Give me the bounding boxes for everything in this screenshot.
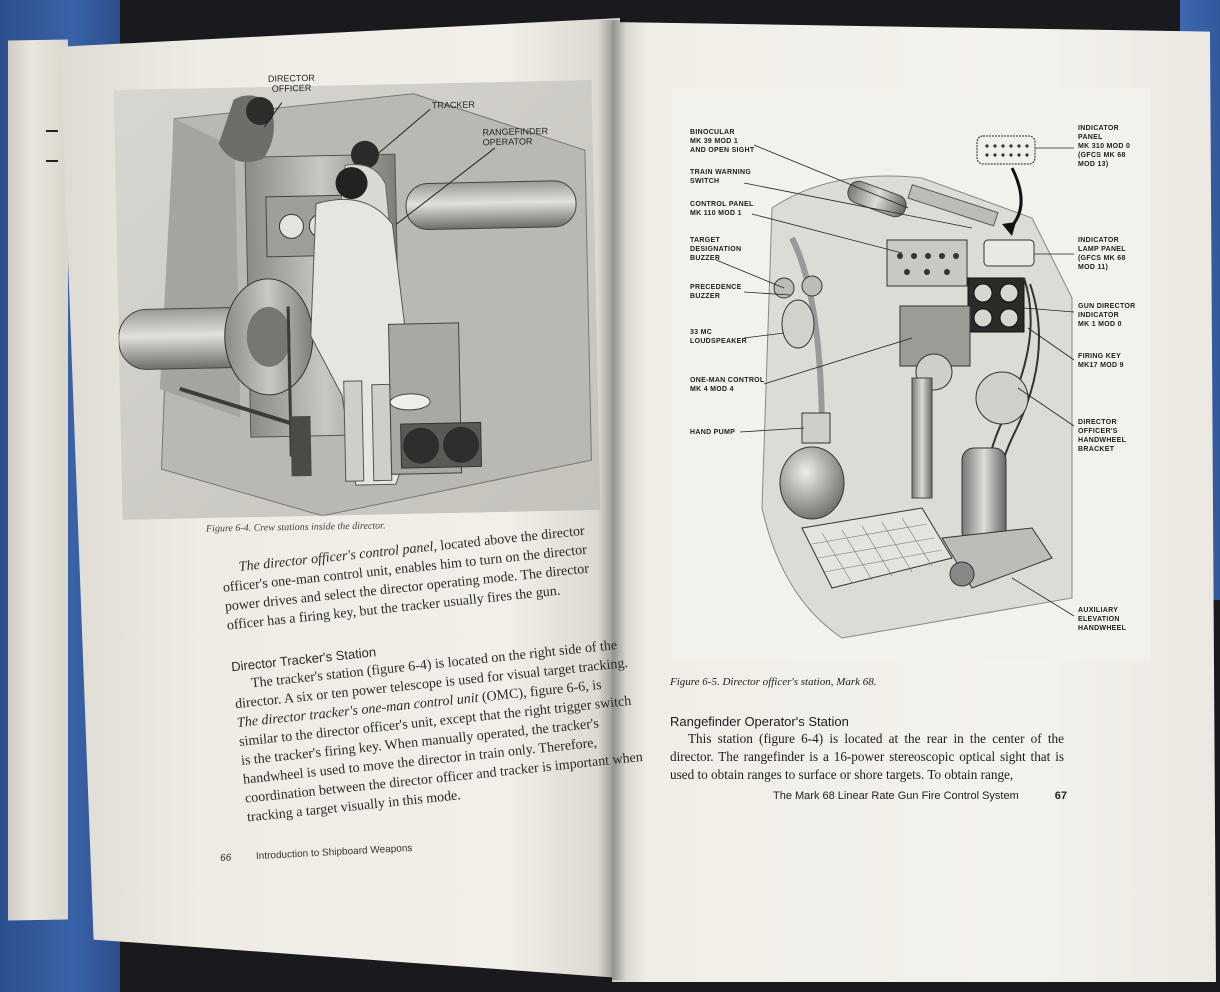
margin-mark	[46, 130, 58, 132]
running-title-right: The Mark 68 Linear Rate Gun Fire Control…	[773, 790, 1019, 802]
director-drawing	[113, 80, 601, 520]
label-rangefinder-operator: RANGEFINDER OPERATOR	[482, 125, 549, 148]
margin-mark	[46, 160, 58, 162]
right-page-footer: The Mark 68 Linear Rate Gun Fire Control…	[773, 790, 1067, 802]
callout-control-panel: CONTROL PANEL MK 110 MOD 1	[690, 201, 754, 217]
callout-train-warning: TRAIN WARNING SWITCH	[690, 169, 752, 185]
station-drawing	[715, 135, 1075, 639]
callout-firing-key: FIRING KEY MK17 MOD 9	[1078, 353, 1124, 369]
paragraph-rangefinder: This station (figure 6-4) is located at …	[670, 731, 1064, 782]
page-number-left: 66	[219, 852, 232, 865]
crew-stations-illustration: DIRECTOR OFFICER TRACKER RANGEFINDER OPE…	[113, 73, 601, 520]
callout-one-man-control: ONE-MAN CONTROL MK 4 MOD 4	[690, 377, 765, 393]
callout-loudspeaker: 33 MC LOUDSPEAKER	[690, 329, 747, 345]
callout-hand-pump: HAND PUMP	[690, 429, 736, 436]
callout-handwheel-bracket: DIRECTOR OFFICER'S HANDWHEEL BRACKET	[1078, 419, 1127, 453]
callout-aux-elevation: AUXILIARY ELEVATION HANDWHEEL	[1078, 607, 1127, 632]
callout-precedence-buzzer: PRECEDENCE BUZZER	[690, 284, 742, 300]
callout-indicator-panel: INDICATOR PANEL MK 310 MOD 0 (GFCS MK 68…	[1078, 125, 1131, 168]
page-edges	[8, 39, 68, 921]
label-tracker: TRACKER	[431, 99, 476, 111]
page-number-right: 67	[1054, 790, 1067, 802]
section-heading-rangefinder: Rangefinder Operator's Station	[670, 714, 849, 729]
label-director-officer: DIRECTOR OFFICER	[267, 72, 315, 94]
figure-caption-right: Figure 6-5. Director officer's station, …	[670, 676, 877, 688]
right-body-text: This station (figure 6-4) is located at …	[670, 730, 1064, 784]
callout-indicator-lamp: INDICATOR LAMP PANEL (GFCS MK 68 MOD 11)	[1078, 237, 1126, 271]
book-gutter	[598, 20, 626, 980]
left-body-text: The director officer's control panel, lo…	[220, 518, 646, 827]
callout-binocular: BINOCULAR MK 39 MOD 1 AND OPEN SIGHT	[690, 129, 755, 154]
callout-target-buzzer: TARGET DESIGNATION BUZZER	[690, 237, 742, 262]
director-officer-station-illustration: BINOCULAR MK 39 MOD 1 AND OPEN SIGHT TRA…	[672, 88, 1150, 660]
callout-gun-director-indicator: GUN DIRECTOR INDICATOR MK 1 MOD 0	[1078, 303, 1136, 328]
